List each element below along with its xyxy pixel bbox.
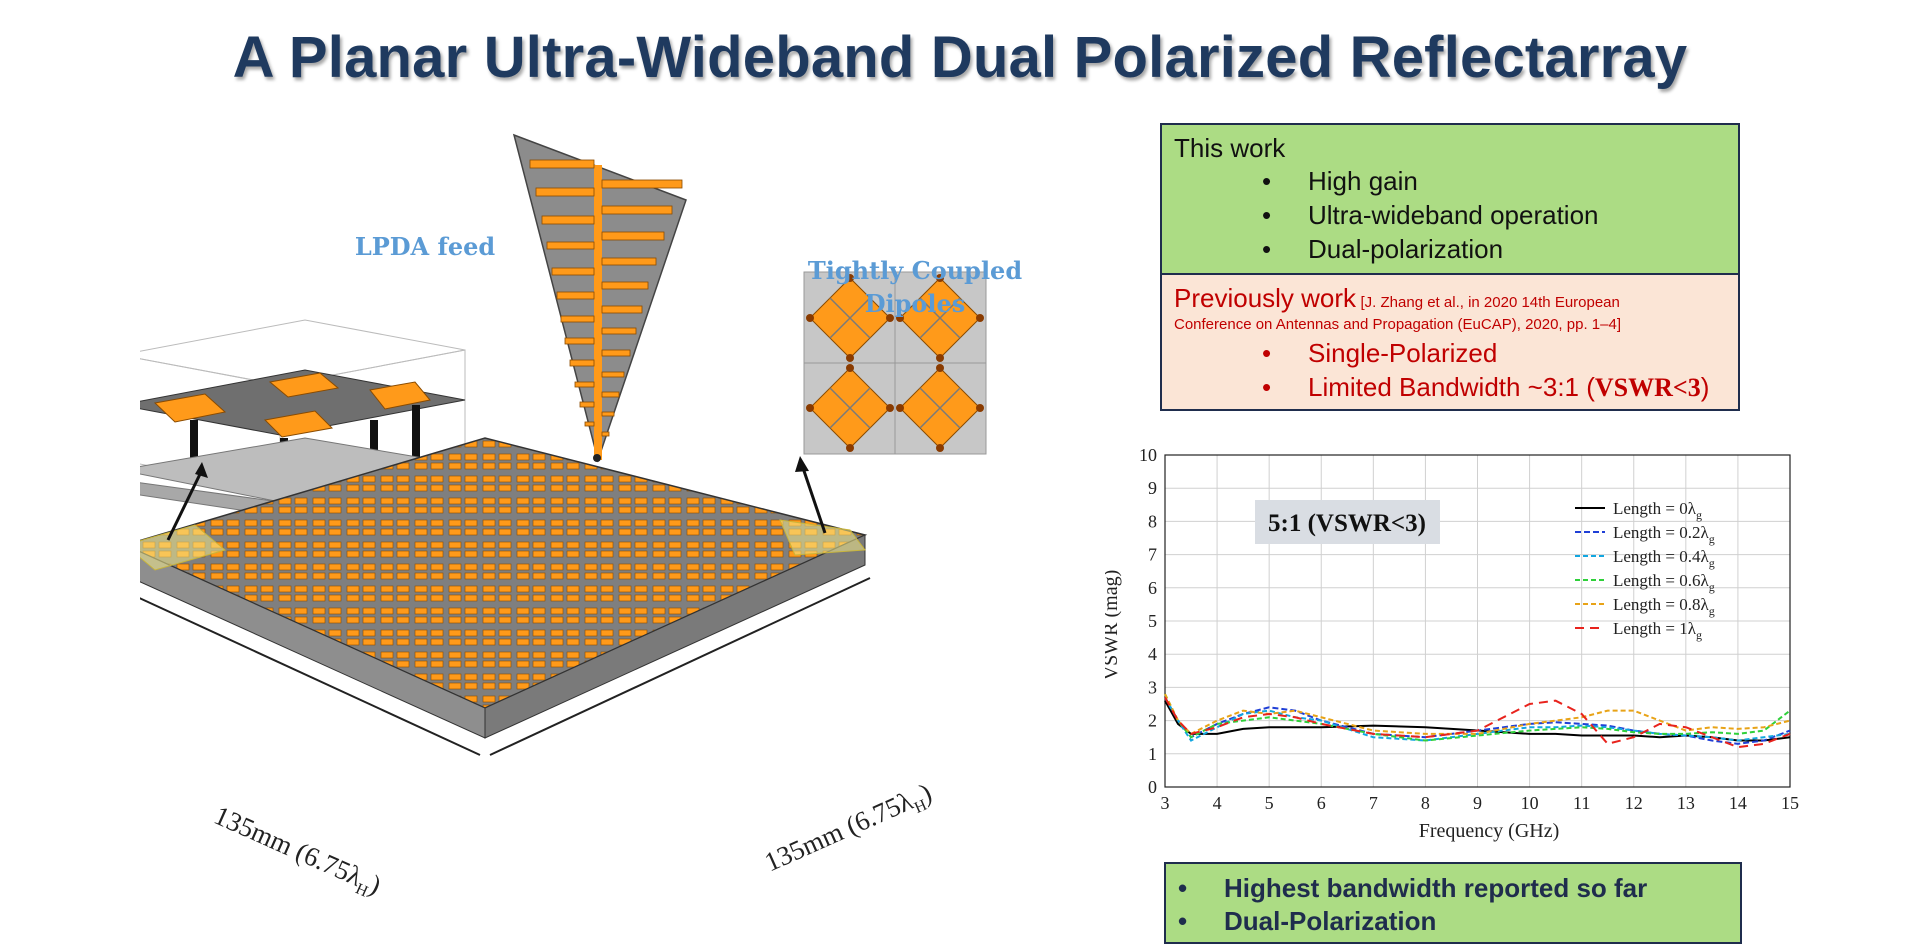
legend-entry: Length = 0.4λg [1613, 547, 1715, 570]
reflectarray-slab-drawing [140, 437, 871, 756]
x-tick-label: 11 [1573, 793, 1590, 813]
reflectarray-figure [140, 133, 987, 756]
series-line [1164, 696, 1791, 745]
chart-annotation: 5:1 (VSWR<3) [1268, 510, 1426, 537]
y-tick-label: 7 [1148, 545, 1157, 565]
x-tick-label: 15 [1781, 793, 1799, 813]
annotation-box [1255, 500, 1440, 544]
previous-work-box: Previously work [J. Zhang et al., in 202… [1160, 275, 1740, 411]
previous-work-item: •Limited Bandwidth ~3:1 (VSWR<3) [1262, 372, 1710, 402]
tcd-label-line1: Tightly Coupled [807, 256, 1023, 285]
y-tick-label: 6 [1148, 578, 1157, 598]
previous-work-reference: [J. Zhang et al., in 2020 14th European [1360, 294, 1620, 311]
y-tick-label: 9 [1148, 478, 1157, 498]
plot-frame [1164, 454, 1791, 788]
x-tick-label: 7 [1369, 793, 1378, 813]
x-tick-label: 13 [1677, 793, 1695, 813]
lpda-feed-drawing [512, 133, 687, 463]
this-work-item: •Dual-polarization [1262, 234, 1504, 264]
legend-entry: Length = 1λg [1613, 619, 1702, 642]
this-work-box: This work •High gain •Ultra-wideband ope… [1160, 123, 1740, 275]
previous-work-heading: Previously work [1174, 283, 1357, 313]
y-tick-label: 3 [1148, 677, 1157, 697]
series-line [1164, 696, 1791, 742]
highlight-item: •Highest bandwidth reported so far [1178, 873, 1648, 903]
this-work-item: •High gain [1262, 166, 1418, 196]
slide-title: A Planar Ultra-Wideband Dual Polarized R… [232, 25, 1688, 90]
x-axis-label: Frequency (GHz) [1419, 820, 1560, 842]
lpda-feed-label: LPDA feed [354, 232, 496, 261]
tcd-array-drawing [803, 271, 987, 455]
y-tick-label: 8 [1148, 511, 1157, 531]
y-tick-label: 5 [1148, 611, 1157, 631]
y-tick-label: 0 [1148, 777, 1157, 797]
legend-entry: Length = 0.8λg [1613, 595, 1715, 618]
previous-work-item: •Single-Polarized [1262, 338, 1498, 368]
y-tick-label: 4 [1148, 644, 1157, 664]
y-axis-label: VSWR (mag) [1105, 570, 1122, 681]
series-line [1164, 696, 1791, 749]
x-tick-label: 14 [1729, 793, 1747, 813]
legend-entry: Length = 0.2λg [1613, 523, 1715, 546]
x-tick-label: 9 [1473, 793, 1482, 813]
tcd-label-line2: Dipoles [864, 289, 966, 318]
highlights-box: •Highest bandwidth reported so far •Dual… [1164, 862, 1742, 944]
x-tick-label: 3 [1161, 793, 1170, 813]
x-tick-label: 4 [1213, 793, 1222, 813]
x-tick-label: 5 [1265, 793, 1274, 813]
y-tick-label: 1 [1148, 744, 1157, 764]
highlight-item: •Dual-Polarization [1178, 906, 1437, 936]
x-tick-label: 10 [1521, 793, 1539, 813]
chart-series [1164, 693, 1791, 749]
y-tick-label: 2 [1148, 711, 1157, 731]
this-work-heading: This work [1174, 133, 1286, 163]
x-tick-label: 8 [1421, 793, 1430, 813]
x-tick-label: 6 [1317, 793, 1326, 813]
series-line [1164, 693, 1791, 736]
x-tick-label: 12 [1625, 793, 1643, 813]
y-tick-label: 10 [1139, 445, 1157, 465]
legend-entry: Length = 0.6λg [1613, 571, 1715, 594]
this-work-item: •Ultra-wideband operation [1262, 200, 1599, 230]
legend-entry: Length = 0λg [1613, 499, 1702, 522]
previous-work-reference-cont: Conference on Antennas and Propagation (… [1174, 316, 1621, 333]
